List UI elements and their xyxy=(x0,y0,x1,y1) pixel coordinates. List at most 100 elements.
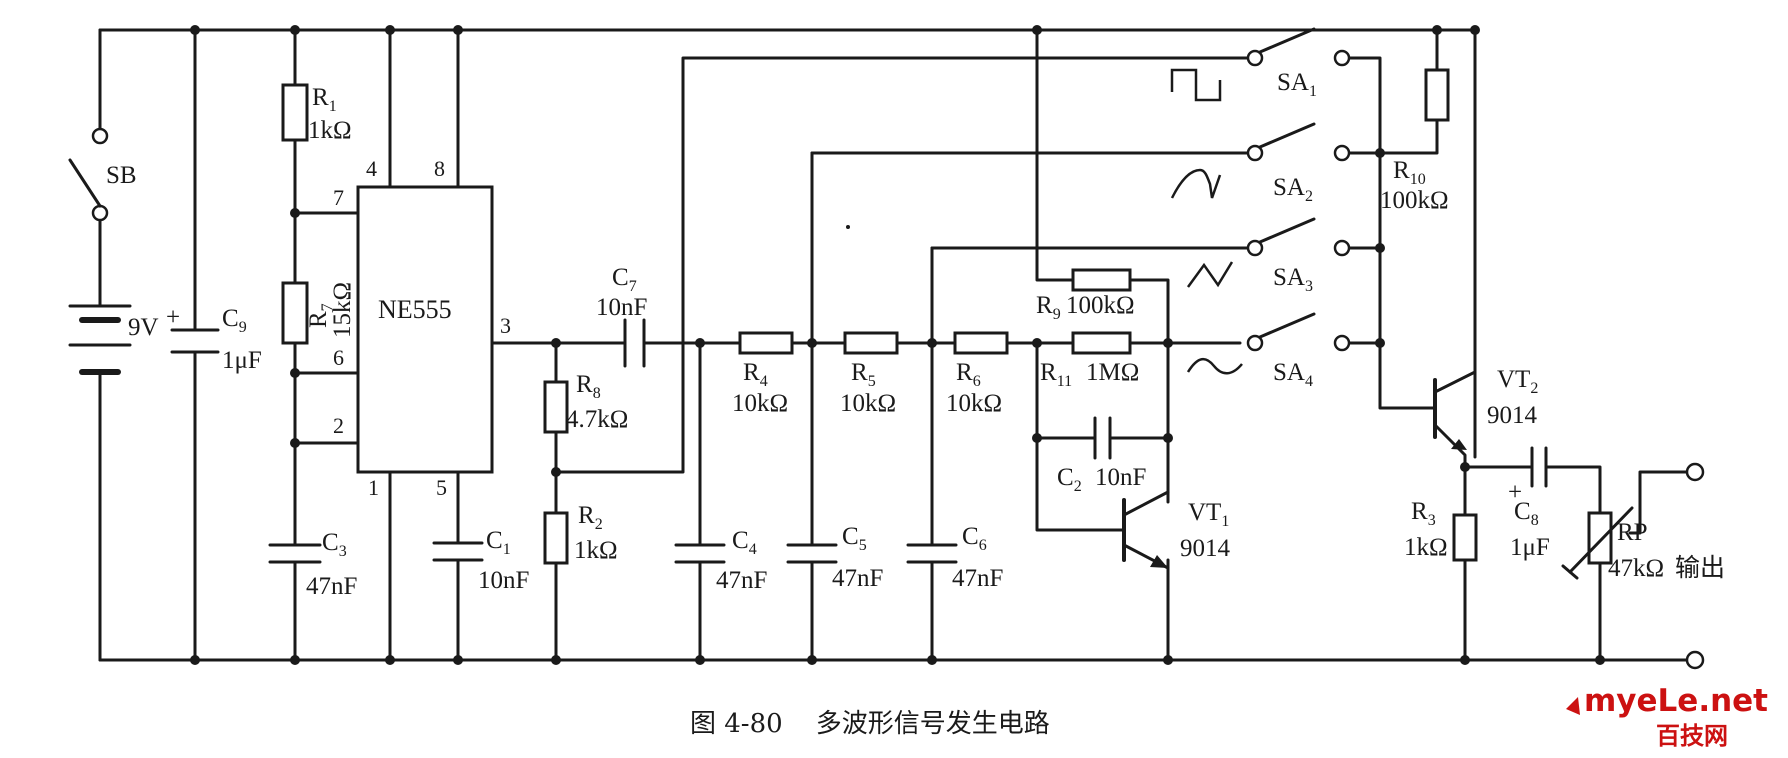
r8-name: R8 xyxy=(576,371,601,402)
c1-value: 10nF xyxy=(478,567,529,594)
pin-8-label: 8 xyxy=(434,156,445,181)
watermark-site: myeLe.net xyxy=(1584,683,1768,719)
resistor-r8: R8 4.7kΩ xyxy=(543,371,628,434)
capacitor-c4: C4 47nF xyxy=(674,527,767,594)
watermark-arrow-icon xyxy=(1566,697,1580,715)
pin-5-label: 5 xyxy=(436,475,447,500)
transistor-vt1: VT1 9014 xyxy=(1122,490,1231,570)
r2-name: R2 xyxy=(578,502,603,533)
vt2-name: VT2 xyxy=(1497,366,1538,397)
stray-dot xyxy=(846,225,850,229)
c5-value: 47nF xyxy=(832,565,883,592)
vt1-name: VT1 xyxy=(1188,499,1229,530)
vt1-model: 9014 xyxy=(1180,535,1231,562)
r2-value: 1kΩ xyxy=(574,537,618,564)
capacitor-c7: C7 10nF xyxy=(596,264,647,368)
r5-name: R5 xyxy=(851,359,876,390)
r9-name: R9 xyxy=(1036,292,1061,323)
r4-value: 10kΩ xyxy=(732,390,788,417)
sawtooth-wave-icon xyxy=(1170,168,1222,199)
r3-value: 1kΩ xyxy=(1404,534,1448,561)
c4-name: C4 xyxy=(732,527,757,558)
battery: 9V xyxy=(68,304,159,375)
resistor-r1: R1 1kΩ xyxy=(281,83,352,144)
c6-value: 47nF xyxy=(952,565,1003,592)
c9-name: C9 xyxy=(222,305,247,336)
switch-sa2: SA2 xyxy=(1246,122,1351,205)
sa1-name: SA1 xyxy=(1277,69,1317,100)
sa4-name: SA4 xyxy=(1273,359,1313,390)
c7-value: 10nF xyxy=(596,294,647,321)
square-wave-line xyxy=(554,56,1249,474)
pin-1-label: 1 xyxy=(368,475,379,500)
r7-name: R7 xyxy=(305,303,336,328)
sa3-name: SA3 xyxy=(1273,264,1313,295)
battery-voltage-label: 9V xyxy=(128,314,159,341)
resistor-r9: R9 100kΩ xyxy=(1036,268,1135,323)
c4-value: 47nF xyxy=(716,567,767,594)
capacitor-c9: + C9 1μF xyxy=(166,304,262,374)
capacitor-c1: C1 10nF xyxy=(432,527,529,594)
r5-value: 10kΩ xyxy=(840,390,896,417)
resistor-r7: R7 15kΩ xyxy=(281,281,356,345)
c3-name: C3 xyxy=(322,529,347,560)
capacitor-c5: C5 47nF xyxy=(786,523,883,592)
r10-value: 100kΩ xyxy=(1380,187,1449,214)
r10-name: R10 xyxy=(1393,157,1426,188)
resistor-r6: R6 10kΩ xyxy=(946,331,1009,417)
c3-value: 47nF xyxy=(306,573,357,600)
c9-value: 1μF xyxy=(222,347,262,374)
resistor-r10: R10 100kΩ xyxy=(1380,68,1450,214)
c8-value: 1μF xyxy=(1510,534,1550,561)
pin-6-label: 6 xyxy=(333,345,344,370)
r11-name: R11 xyxy=(1040,359,1072,390)
resistor-r11: R11 1MΩ xyxy=(1040,331,1139,390)
sa2-name: SA2 xyxy=(1273,174,1313,205)
rp-value: 47kΩ xyxy=(1608,555,1664,582)
r4-name: R4 xyxy=(743,359,768,390)
rp-name: RP xyxy=(1617,519,1648,546)
c2-name: C2 xyxy=(1057,464,1082,495)
output-label: 输出 xyxy=(1675,554,1725,582)
output-terminal-top xyxy=(1685,462,1705,482)
pin-4-label: 4 xyxy=(366,156,377,181)
watermark: myeLe.net 百技网 xyxy=(1566,683,1768,750)
transistor-vt2: VT2 9014 xyxy=(1433,366,1538,469)
resistor-r2: R2 1kΩ xyxy=(543,502,618,565)
resistor-r4: R4 10kΩ xyxy=(732,331,794,417)
capacitor-c6: C6 47nF xyxy=(906,523,1003,592)
resistor-r3: R3 1kΩ xyxy=(1404,498,1478,562)
pin-3-label: 3 xyxy=(500,313,511,338)
c6-name: C6 xyxy=(962,523,987,554)
c1-name: C1 xyxy=(486,527,511,558)
c8-polarity: + xyxy=(1508,479,1522,506)
r1-value: 1kΩ xyxy=(308,117,352,144)
r8-value: 4.7kΩ xyxy=(566,406,628,433)
square-wave-icon xyxy=(1170,68,1222,102)
resistor-r5: R5 10kΩ xyxy=(840,331,899,417)
watermark-tagline: 百技网 xyxy=(1656,722,1728,750)
r6-name: R6 xyxy=(956,359,981,390)
switch-sb: SB xyxy=(68,127,137,222)
switch-sa3: SA3 xyxy=(1246,217,1351,295)
c9-polarity: + xyxy=(166,304,180,331)
ne555-label: NE555 xyxy=(378,295,452,324)
vt2-model: 9014 xyxy=(1487,402,1538,429)
r1-name: R1 xyxy=(312,84,337,115)
output-terminal-bottom xyxy=(1685,650,1705,670)
sine-wave-icon xyxy=(1186,358,1243,375)
c2-value: 10nF xyxy=(1095,464,1146,491)
r6-value: 10kΩ xyxy=(946,390,1002,417)
capacitor-c3: C3 47nF xyxy=(268,529,357,600)
r11-value: 1MΩ xyxy=(1086,359,1139,386)
r3-name: R3 xyxy=(1411,498,1436,529)
r9-value: 100kΩ xyxy=(1066,292,1135,319)
ne555-chip: NE555 4 8 7 6 2 3 1 5 xyxy=(333,156,511,500)
c8-name: C8 xyxy=(1514,498,1539,529)
switch-sa4: SA4 xyxy=(1246,312,1351,390)
c7-name: C7 xyxy=(612,264,637,295)
capacitor-c8: + C8 1μF xyxy=(1508,446,1550,561)
switch-sa1: SA1 xyxy=(1246,27,1351,100)
triangle-wave-icon xyxy=(1186,261,1234,288)
